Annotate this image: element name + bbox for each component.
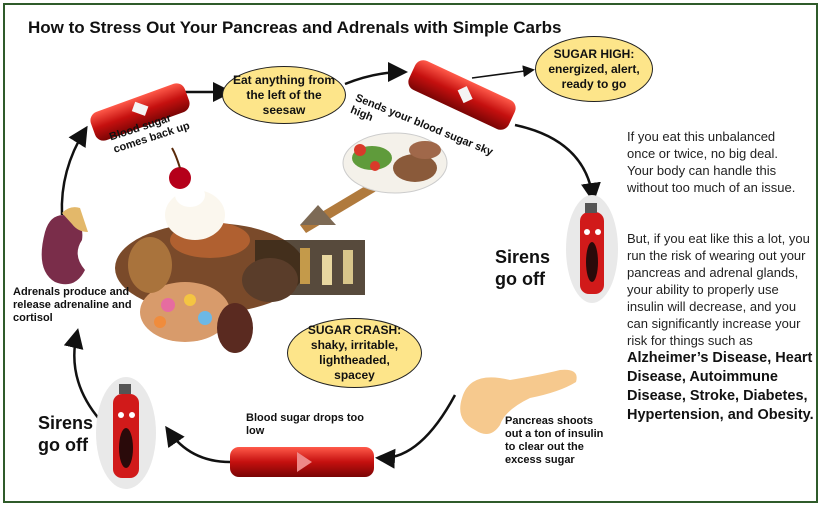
sugar-high-heading: SUGAR HIGH:	[554, 47, 635, 62]
adrenals-step-label: Adrenals produce and release adrenaline …	[13, 286, 143, 325]
seesaw-icon	[300, 182, 378, 233]
sugar-crash-body: shaky, irritable, lightheaded, spacey	[298, 338, 411, 383]
fire-extinguisher-icon	[566, 195, 618, 303]
eat-step-label: Eat anything from the left of the seesaw	[231, 73, 337, 118]
conditions-list: Alzheimer’s Disease, Heart Disease, Auto…	[627, 350, 814, 423]
eat-step-oval: Eat anything from the left of the seesaw	[222, 66, 346, 124]
pancreas-step-label: Pancreas shoots out a ton of insulin to …	[505, 415, 605, 467]
kidney-icon	[42, 207, 88, 284]
sirens-right-label: Sirens go off	[495, 246, 555, 290]
side-text-para2: But, if you eat like this a lot, you run…	[627, 230, 815, 425]
side-text-para1: If you eat this unbalanced once or twice…	[627, 128, 805, 196]
sirens-left-label: Sirens go off	[38, 412, 98, 456]
sugar-crash-heading: SUGAR CRASH:	[308, 323, 401, 338]
sugar-crash-oval: SUGAR CRASH: shaky, irritable, lighthead…	[287, 318, 422, 388]
sugar-high-body: energized, alert, ready to go	[546, 62, 642, 92]
fire-extinguisher-icon-left	[96, 377, 156, 489]
sugar-high-oval: SUGAR HIGH: energized, alert, ready to g…	[535, 36, 653, 102]
drops-step-label: Blood sugar drops too low	[246, 412, 366, 438]
side-text-para2-body: But, if you eat like this a lot, you run…	[627, 231, 810, 348]
